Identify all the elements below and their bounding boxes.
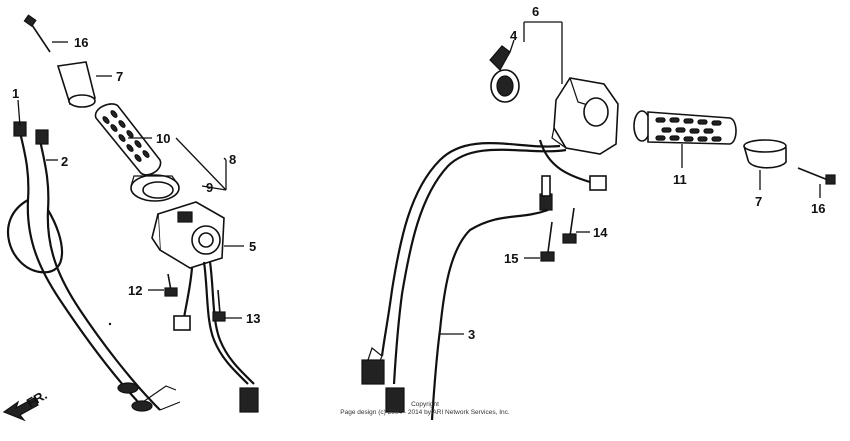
callout-6: 6 [532,4,539,19]
screw-12 [164,273,178,297]
callout-12: 12 [128,283,142,298]
callout-14: 14 [593,225,608,240]
screw-13 [212,289,226,322]
callout-9: 9 [206,180,213,195]
callout-11: 11 [673,172,687,187]
bar-end-weight-left [56,61,96,108]
screw-16-right [797,167,836,185]
grip-collar [130,174,180,202]
callout-1: 1 [12,86,19,101]
right-switch-housing [551,77,619,155]
callout-16-left: 16 [74,35,88,50]
copyright-line-2: Page design (c) 2004 - 2014 by ARI Netwo… [340,409,510,416]
screw-16-left [23,14,51,53]
callout-7-right: 7 [755,194,762,209]
callout-10: 10 [156,131,170,146]
choke-cable [430,175,553,421]
callout-7-left: 7 [116,69,123,84]
right-grip [633,110,737,145]
left-switch-housing [151,201,225,269]
leader-lines [17,21,821,335]
bar-end-weight-right [743,139,787,169]
throttle-cables [6,121,181,412]
callout-16-right: 16 [811,201,825,216]
stray-dot [108,322,112,326]
callout-5: 5 [249,239,256,254]
front-direction-marker: FR. [2,387,50,422]
throttle-pulley [489,45,520,103]
screw-15 [540,221,555,262]
callout-4: 4 [510,28,518,43]
left-grip [94,103,162,176]
screw-14 [562,207,577,244]
copyright-line-1: Copyright [411,401,439,408]
callout-8: 8 [229,152,236,167]
callout-3: 3 [468,327,475,342]
callout-2: 2 [61,154,68,169]
right-switch-harness [361,139,607,413]
callout-15: 15 [504,251,518,266]
callout-13: 13 [246,311,260,326]
left-switch-harness [173,261,259,413]
